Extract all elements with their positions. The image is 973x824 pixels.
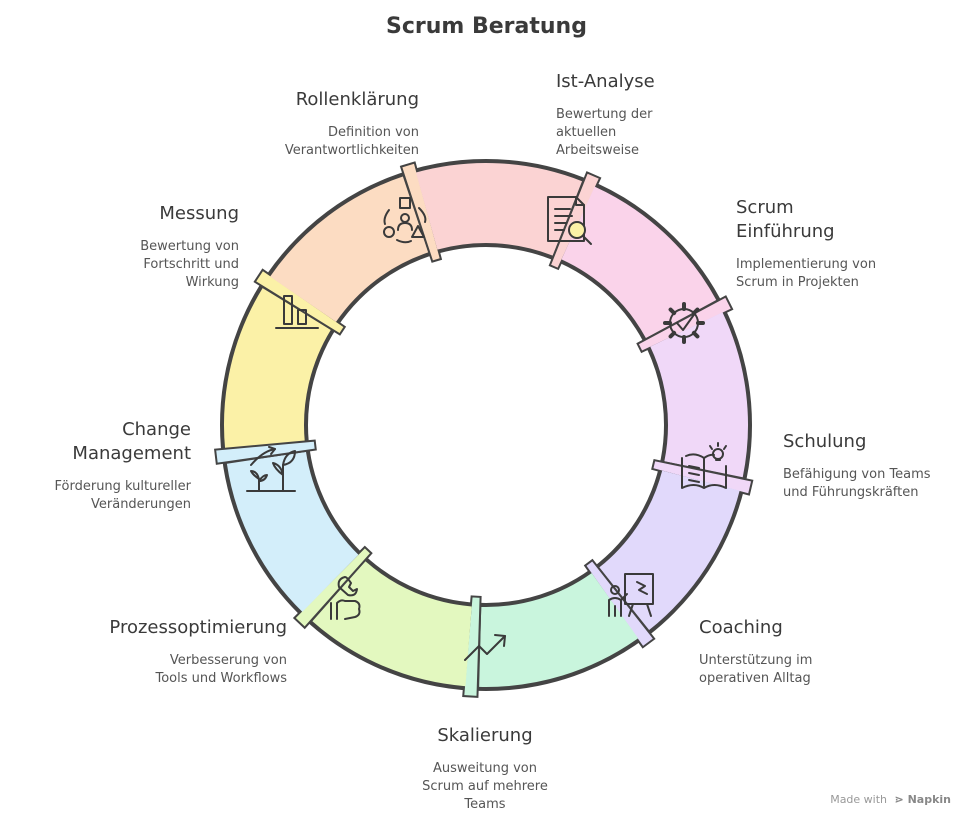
step-description: Definition von Verantwortlichkeiten [284, 125, 419, 158]
segment-divider [462, 595, 482, 698]
label-schulung: Schulung Befähigung von Teams und Führun… [783, 430, 963, 502]
ring-icons [246, 196, 727, 661]
step-title: Prozessoptimierung [109, 617, 287, 638]
made-with-text: Made with [830, 793, 888, 806]
brand-logo: ⋗ Napkin [894, 793, 951, 806]
ring-segment [270, 176, 429, 322]
segment-divider [548, 171, 602, 271]
plant-growth-icon [246, 446, 296, 492]
ring-segment [650, 312, 748, 478]
ring-segment [479, 573, 639, 687]
step-title: Change Management [72, 419, 191, 464]
step-title: Rollenklärung [295, 89, 419, 110]
footer-credit: Made with ⋗ Napkin [830, 793, 951, 806]
label-skalierung: Skalierung Ausweitung von Scrum auf mehr… [385, 724, 585, 814]
step-description: Implementierung von Scrum in Projekten [736, 257, 877, 290]
step-title: Schulung [783, 431, 867, 452]
step-title: Messung [159, 203, 239, 224]
bar-chart-icon [275, 295, 319, 329]
step-title: Ist-Analyse [556, 71, 655, 92]
label-change-management: Change Management Förderung kultureller … [10, 418, 191, 514]
step-description: Ausweitung von Scrum auf mehrere Teams [422, 761, 548, 812]
step-description: Unterstützung im operativen Alltag [699, 653, 813, 686]
label-scrum-einfuehrung: Scrum Einführung Implementierung von Scr… [736, 196, 936, 292]
ring-segment [561, 186, 717, 339]
step-description: Befähigung von Teams und Führungskräften [783, 467, 931, 500]
ring-segment [599, 470, 740, 631]
label-rollenklaerung: Rollenklärung Definition von Verantwortl… [199, 88, 419, 160]
brand-name: Napkin [907, 793, 951, 806]
roles-icon [383, 197, 427, 244]
label-coaching: Coaching Unterstützung im operativen All… [699, 616, 899, 688]
label-messung: Messung Bewertung von Fortschritt und Wi… [39, 202, 239, 292]
label-prozessoptimierung: Prozessoptimierung Verbesserung von Tool… [60, 616, 287, 688]
ring-segment [312, 561, 472, 687]
step-title: Scrum Einführung [736, 197, 835, 242]
trend-up-icon [464, 634, 506, 661]
gear-tooth [668, 330, 677, 339]
presenter-board-icon [608, 573, 654, 617]
ring-segment [415, 163, 583, 256]
gear-check-icon [663, 302, 705, 344]
segment-divider [253, 268, 347, 336]
step-description: Verbesserung von Tools und Workflows [155, 653, 288, 686]
document-search-icon [547, 196, 592, 245]
step-description: Förderung kultureller Veränderungen [54, 479, 191, 512]
segment-divider [399, 161, 443, 263]
segment-divider [651, 458, 754, 496]
ring-segments [214, 159, 754, 698]
segment-divider [292, 545, 373, 630]
gear-tooth [691, 330, 700, 339]
wrench-hand-icon [330, 576, 361, 620]
label-ist-analyse: Ist-Analyse Bewertung der aktuellen Arbe… [556, 70, 756, 160]
step-description: Bewertung der aktuellen Arbeitsweise [556, 107, 653, 158]
gear-tooth [668, 307, 677, 316]
step-description: Bewertung von Fortschritt und Wirkung [140, 239, 239, 290]
step-title: Coaching [699, 617, 783, 638]
page-title: Scrum Beratung [386, 14, 587, 39]
segment-divider [636, 295, 734, 354]
step-title: Skalierung [437, 725, 533, 746]
book-lightbulb-icon [681, 442, 727, 489]
